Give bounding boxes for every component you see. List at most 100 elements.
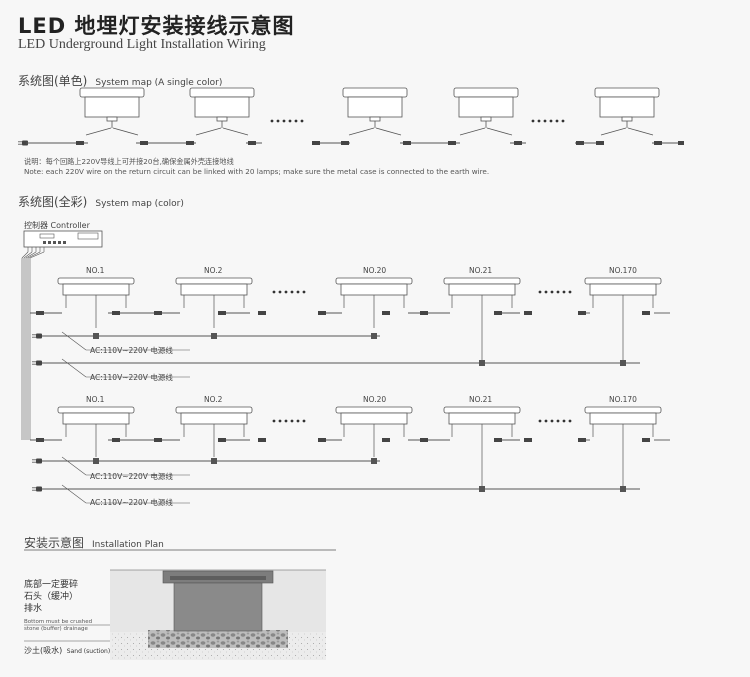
section-single-title-en: System map (A single color) — [95, 78, 223, 88]
connector — [642, 438, 650, 442]
lamp-gland — [369, 116, 381, 122]
connector — [524, 311, 532, 315]
ellipsis-dot — [562, 290, 566, 294]
connector — [514, 141, 522, 145]
ellipsis-dot — [562, 419, 566, 423]
controller-button — [43, 241, 46, 244]
lamp-rim — [342, 87, 408, 98]
gravel-line: 石头（缓冲） — [24, 592, 79, 602]
gravel-note-cn: 底部一定要碎 石头（缓冲） 排水 — [24, 579, 78, 615]
gravel-line: 排水 — [24, 604, 43, 614]
lamp-icon — [443, 406, 521, 457]
page-title: LED 地埋灯安装接线示意图 — [18, 14, 295, 38]
lamp-icon — [335, 277, 413, 328]
lamp-rim — [335, 277, 413, 285]
ellipsis-dot — [538, 419, 542, 423]
connector — [382, 311, 390, 315]
plug-icon — [36, 360, 42, 366]
lamp-icon — [584, 277, 662, 328]
gravel-en-line: stone (buffer) drainage — [24, 626, 88, 632]
connector — [642, 311, 650, 315]
lamp-rim — [443, 406, 521, 414]
lamp-body — [84, 96, 140, 118]
lamp-rim — [57, 406, 135, 414]
ellipsis-dot — [544, 419, 548, 423]
tee-connector — [479, 360, 485, 366]
lamp-rim — [584, 406, 662, 414]
tee-connector — [371, 333, 377, 339]
gravel-layer — [148, 630, 288, 648]
ellipsis-dot — [568, 290, 572, 294]
connector — [248, 141, 256, 145]
leader-line — [61, 331, 87, 351]
wire — [486, 127, 513, 136]
wire — [348, 127, 375, 136]
lamp-body — [340, 283, 408, 296]
lamp-icon — [175, 406, 253, 457]
sand-note-en: Sand (suction) — [66, 648, 111, 655]
installation-plan — [24, 549, 336, 660]
power-line-label: AC:110V~220V 电源线 — [90, 472, 173, 481]
section-full-title: 系统图(全彩)System map (color) — [18, 193, 184, 210]
controller-label: 控制器 Controller — [24, 221, 90, 230]
ellipsis-dot — [288, 119, 292, 123]
connector — [36, 311, 44, 315]
lamp-rim — [584, 277, 662, 285]
lamp-body — [448, 283, 516, 296]
lamp-icon — [175, 277, 253, 328]
ellipsis-dot — [543, 119, 547, 123]
plug-icon — [36, 486, 42, 492]
leader-line — [61, 484, 87, 504]
ellipsis-dot — [282, 119, 286, 123]
power-line-label: AC:110V~220V 电源线 — [90, 346, 173, 355]
plug-icon — [22, 140, 28, 146]
tee-connector — [620, 486, 626, 492]
lamp-body — [599, 96, 655, 118]
lamp-rim — [175, 277, 253, 285]
connector — [654, 141, 662, 145]
lamp-rim — [189, 87, 255, 98]
connector — [318, 311, 326, 315]
plug-icon — [36, 458, 42, 464]
tee-connector — [93, 458, 99, 464]
lamp-body — [458, 96, 514, 118]
ellipsis-dot — [537, 119, 541, 123]
connector — [420, 438, 428, 442]
wire — [25, 251, 37, 259]
ellipsis-dot — [290, 419, 294, 423]
lamp-gland — [480, 116, 492, 122]
ellipsis-dot — [276, 119, 280, 123]
connector — [420, 311, 428, 315]
section-single-title: 系统图(单色)System map (A single color) — [18, 72, 222, 89]
lamp-icon — [57, 277, 135, 328]
ellipsis-dot — [300, 119, 304, 123]
lamp-icon — [453, 87, 519, 136]
gravel-en-line: Bottom must be crushed — [24, 619, 93, 625]
lamp-gland — [216, 116, 228, 122]
lamp-body — [589, 412, 657, 425]
controller-button — [63, 241, 66, 244]
ellipsis-dot — [290, 290, 294, 294]
lamp-icon — [189, 87, 255, 136]
lamp-rim — [335, 406, 413, 414]
leader-line — [61, 358, 87, 378]
connector — [578, 311, 586, 315]
lamp-icon — [342, 87, 408, 136]
lamp-label: NO.1 — [86, 266, 105, 275]
note-en: Note: each 220V wire on the return circu… — [24, 167, 490, 176]
leader-line — [61, 456, 87, 476]
lamp-label: NO.20 — [363, 266, 387, 275]
wire — [222, 127, 249, 136]
lamp-rim — [594, 87, 660, 98]
ellipsis-dot — [531, 119, 535, 123]
tee-connector — [371, 458, 377, 464]
wire — [27, 251, 41, 259]
connector — [186, 141, 194, 145]
ellipsis-dot — [284, 290, 288, 294]
connector — [448, 141, 456, 145]
ellipsis-dot — [550, 290, 554, 294]
lamp-label: NO.20 — [363, 395, 387, 404]
ellipsis-dot — [568, 419, 572, 423]
